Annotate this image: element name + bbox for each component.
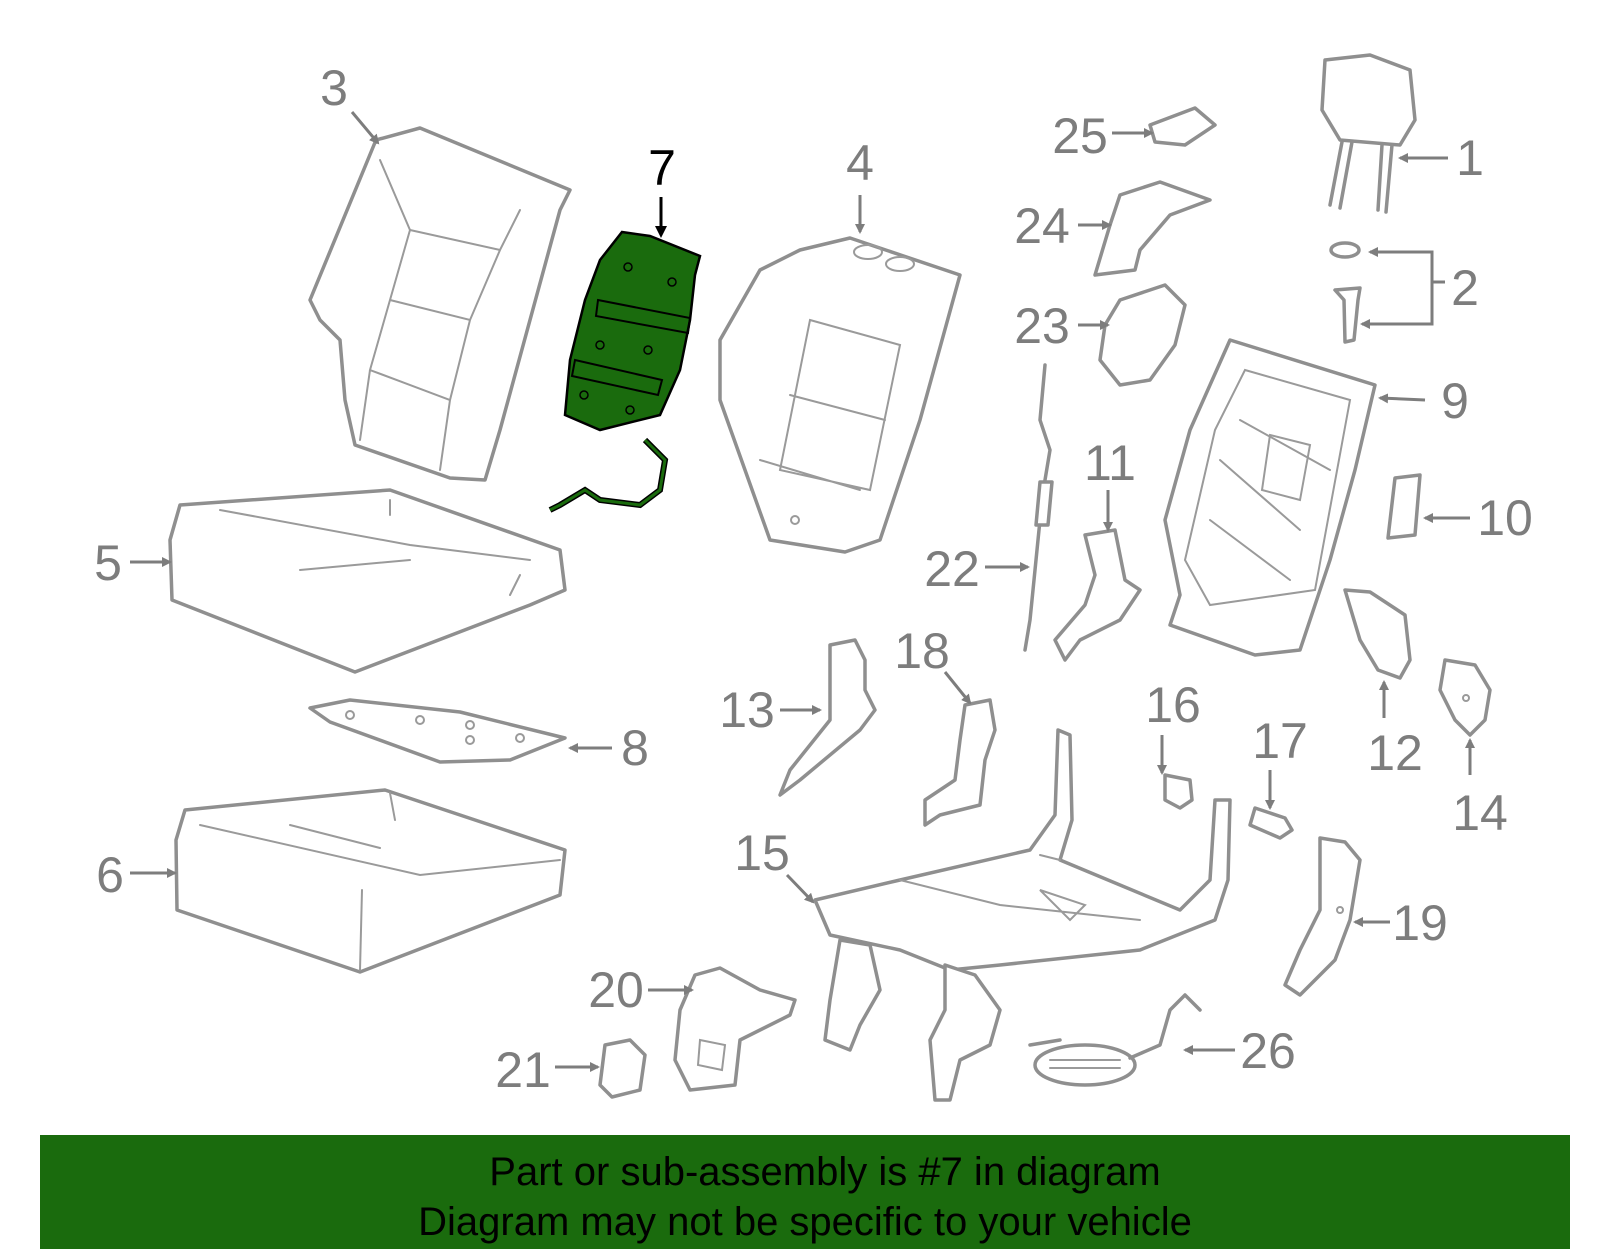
callout-15: 15 <box>734 825 790 881</box>
callout-7: 7 <box>648 140 676 196</box>
callout-14: 14 <box>1452 785 1508 841</box>
part-12-bracket <box>1343 588 1412 680</box>
part-9-seat-back-frame <box>1163 338 1377 657</box>
callout-24: 24 <box>1014 198 1070 254</box>
banner-line-1: Part or sub-assembly is #7 in diagram <box>489 1150 1161 1194</box>
callout-13: 13 <box>719 682 775 738</box>
part-26-harness <box>1028 993 1202 1087</box>
part-2-headrest-guides <box>1329 241 1362 344</box>
part-18-trim <box>923 698 997 827</box>
part-5-seat-cushion-cover <box>168 488 567 674</box>
banner-line-2: Diagram may not be specific to your vehi… <box>418 1200 1192 1244</box>
callout-20: 20 <box>588 962 644 1018</box>
callout-3: 3 <box>320 60 348 116</box>
part-13-trim <box>778 638 877 797</box>
part-16-clip <box>1163 773 1194 810</box>
callout-9: 9 <box>1441 373 1469 429</box>
part-4-seat-back-foam <box>718 236 962 554</box>
callout-22: 22 <box>924 541 980 597</box>
callout-21: 21 <box>495 1042 551 1098</box>
info-banner: Part or sub-assembly is #7 in diagram Di… <box>40 1135 1570 1249</box>
callout-17: 17 <box>1252 713 1308 769</box>
part-20-bracket <box>673 966 797 1092</box>
part-24-trim <box>1093 180 1212 277</box>
part-6-seat-cushion-foam <box>174 788 567 974</box>
callout-leaders <box>130 111 1475 1072</box>
part-10-pad <box>1386 473 1422 540</box>
part-17-bolt <box>1248 806 1294 840</box>
part-1-headrest <box>1320 53 1417 214</box>
callout-8: 8 <box>621 720 649 776</box>
callout-19: 19 <box>1392 895 1448 951</box>
callout-16: 16 <box>1145 677 1201 733</box>
callout-10: 10 <box>1477 490 1533 546</box>
callout-18: 18 <box>894 623 950 679</box>
callout-23: 23 <box>1014 298 1070 354</box>
part-11-trim <box>1053 528 1142 662</box>
part-22-cable <box>1023 363 1054 652</box>
callout-6: 6 <box>96 847 124 903</box>
callout-26: 26 <box>1240 1023 1296 1079</box>
callout-7-highlighted: 7 <box>648 140 676 238</box>
part-14-cover <box>1438 658 1492 737</box>
callout-labels: 1 2 3 4 5 6 8 9 10 11 12 13 14 15 16 17 … <box>94 60 1533 1098</box>
callout-25: 25 <box>1052 108 1108 164</box>
callout-11: 11 <box>1084 435 1136 491</box>
callout-5: 5 <box>94 535 122 591</box>
callout-2: 2 <box>1451 260 1479 316</box>
part-3-seat-back-cover <box>308 126 572 482</box>
part-19-trim <box>1283 836 1362 997</box>
part-23-cover <box>1098 283 1187 387</box>
part-8-cushion-panel <box>308 698 567 764</box>
part-7-seat-back-pad <box>548 230 702 513</box>
callout-12: 12 <box>1367 725 1423 781</box>
part-25-bracket <box>1148 106 1217 147</box>
callout-1: 1 <box>1456 130 1484 186</box>
part-15-seat-frame <box>813 728 1232 1102</box>
callout-4: 4 <box>846 135 874 191</box>
part-21-cap <box>598 1038 647 1099</box>
